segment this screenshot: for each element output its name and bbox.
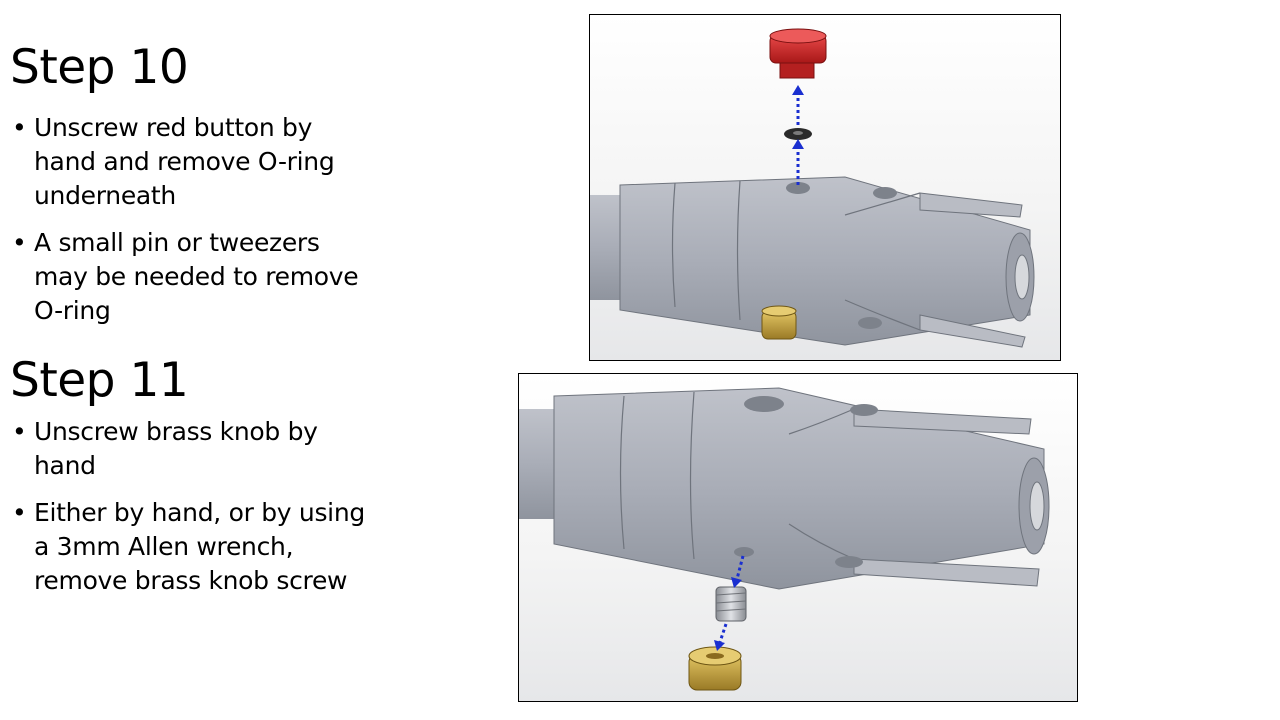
step-10-title: Step 10 — [10, 40, 189, 95]
brass-knob — [688, 646, 742, 691]
bullet-item: Unscrew brass knob by hand — [10, 415, 370, 483]
o-ring — [784, 128, 812, 140]
brass-knob-screw — [715, 586, 747, 622]
brass-knob — [761, 305, 797, 340]
step-10-bullets: Unscrew red button by hand and remove O-… — [10, 111, 370, 341]
red-button — [769, 28, 827, 79]
arrow-head — [731, 577, 742, 588]
bullet-item: Either by hand, or by using a 3mm Allen … — [10, 496, 370, 598]
arrow-head — [792, 85, 804, 95]
button-hole — [786, 182, 810, 194]
bullet-item: Unscrew red button by hand and remove O-… — [10, 111, 370, 213]
step-10-cad-figure — [589, 14, 1061, 361]
dotted-arrow — [718, 555, 745, 643]
screw-hole — [734, 547, 754, 557]
step-11-illustration — [519, 387, 1050, 691]
step-11-title: Step 11 — [10, 353, 189, 408]
bullet-item: A small pin or tweezers may be needed to… — [10, 226, 370, 328]
tool-body — [590, 176, 1035, 348]
step-10-illustration — [590, 28, 1035, 348]
arrow-head — [714, 640, 725, 651]
step-11-cad-figure — [518, 373, 1078, 702]
step-11-bullets: Unscrew brass knob by hand Either by han… — [10, 415, 370, 611]
tool-body — [519, 387, 1050, 590]
arrow-head — [792, 139, 804, 149]
